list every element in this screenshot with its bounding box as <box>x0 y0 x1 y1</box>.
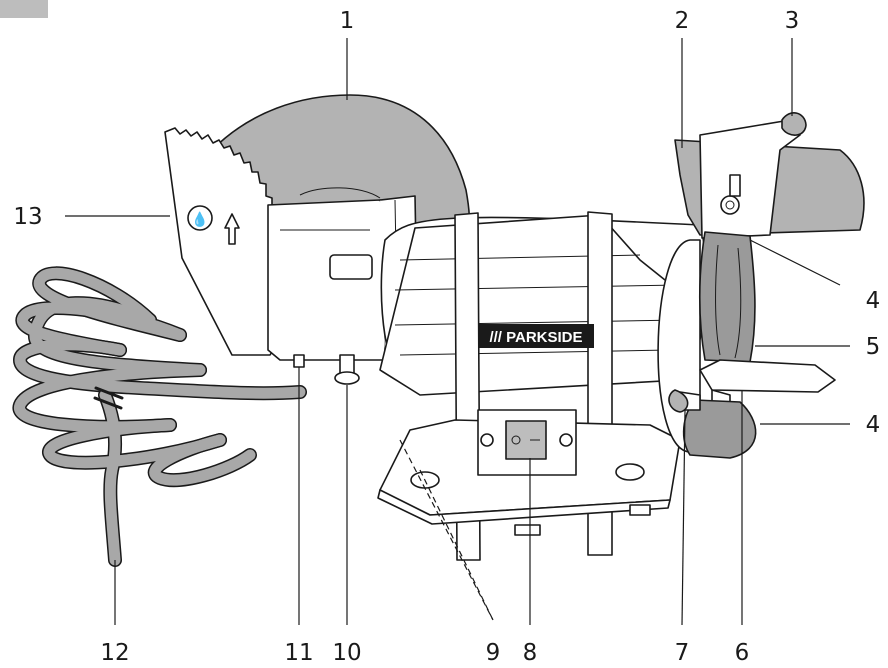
callout-7: 7 <box>675 640 690 666</box>
callout-4-upper: 4 <box>866 288 881 314</box>
callout-11: 11 <box>284 640 313 666</box>
callout-2: 2 <box>675 8 690 34</box>
callout-8: 8 <box>523 640 538 666</box>
callout-4-lower: 4 <box>866 412 881 438</box>
leather-wheel-guard <box>674 112 865 239</box>
tool-rest <box>668 359 836 459</box>
page-corner-tab <box>0 0 48 18</box>
power-cable <box>12 266 307 567</box>
brand-logo-text: /// PARKSIDE <box>489 329 582 346</box>
leader-lines <box>65 38 850 626</box>
callout-10: 10 <box>332 640 361 666</box>
callout-9: 9 <box>486 640 501 666</box>
callout-6: 6 <box>735 640 750 666</box>
callout-labels: 1 2 3 13 4 5 4 12 11 10 9 8 7 6 <box>13 8 880 666</box>
callout-3: 3 <box>785 8 800 34</box>
switch-panel <box>477 409 577 476</box>
svg-text:💧: 💧 <box>191 211 208 228</box>
callout-13: 13 <box>13 204 42 230</box>
callout-1: 1 <box>340 8 355 34</box>
adjustment-screws <box>293 354 360 385</box>
brand-label: /// PARKSIDE <box>478 324 594 348</box>
callout-12: 12 <box>100 640 129 666</box>
water-tank: 💧 <box>164 127 361 356</box>
grinder-housing <box>267 195 708 561</box>
callout-5: 5 <box>866 334 881 360</box>
